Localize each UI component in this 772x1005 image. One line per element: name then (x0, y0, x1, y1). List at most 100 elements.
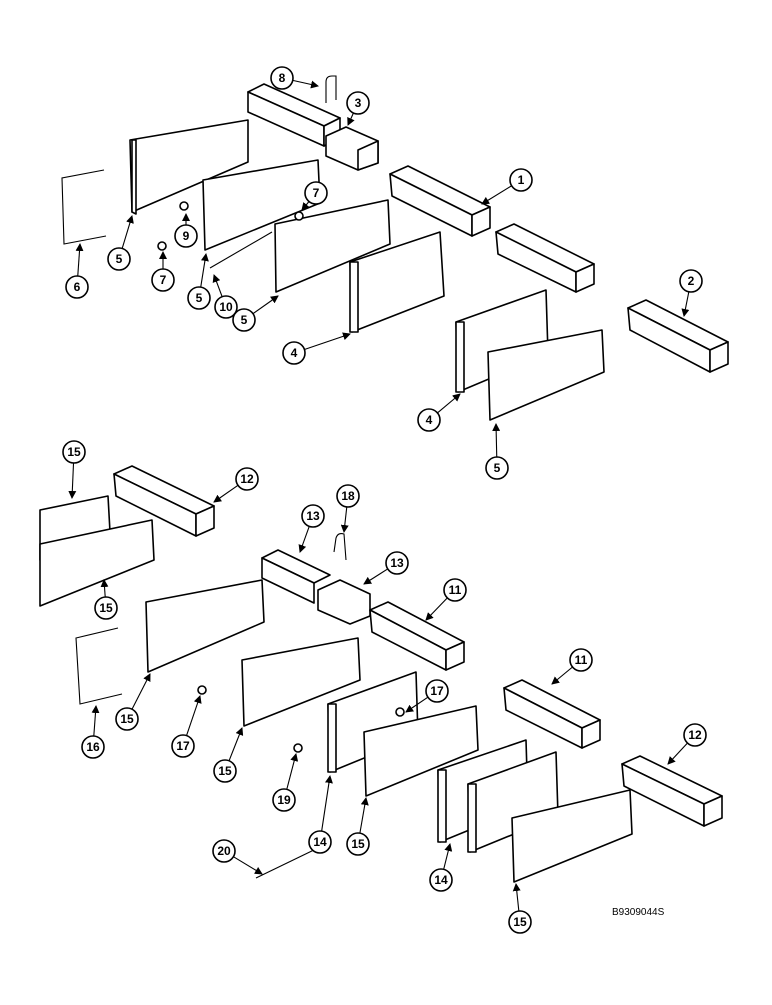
callout-leader (286, 753, 299, 790)
callout-number: 5 (494, 461, 501, 475)
bracket-5d (487, 329, 605, 421)
callout-8: 8 (270, 66, 319, 90)
callout-5: 5 (485, 423, 509, 480)
callout-leader (100, 579, 109, 598)
callout-6: 6 (65, 243, 89, 299)
callout-15: 15 (346, 797, 370, 856)
tube-11a (369, 601, 465, 671)
callout-leader (91, 705, 100, 737)
nut-17b (395, 707, 405, 717)
callout-circle (346, 91, 370, 115)
callout-number: 18 (341, 489, 355, 503)
callout-16: 16 (81, 705, 105, 759)
callout-leader (492, 423, 501, 458)
callout-leader (213, 484, 239, 503)
callout-number: 14 (434, 873, 448, 887)
center-tube-3 (247, 83, 379, 171)
callout-number: 17 (176, 739, 190, 753)
bracket-15f (511, 789, 633, 883)
callout-number: 6 (74, 280, 81, 294)
callout-15: 15 (94, 579, 118, 620)
callout-circle (336, 484, 360, 508)
callout-1: 1 (481, 168, 533, 205)
callout-4: 4 (282, 332, 351, 365)
callout-number: 2 (688, 274, 695, 288)
callout-leader (233, 856, 263, 875)
callout-circle (417, 408, 441, 432)
callout-circle (425, 679, 449, 703)
callout-circle (94, 596, 118, 620)
callout-13: 13 (363, 551, 409, 585)
callout-number: 4 (291, 346, 298, 360)
callout-circle (346, 832, 370, 856)
callout-7: 7 (151, 251, 175, 292)
callout-leader (551, 666, 573, 685)
callout-circle (304, 181, 328, 205)
callout-leader (75, 243, 84, 277)
callout-circle (508, 910, 532, 934)
callout-number: 20 (217, 844, 231, 858)
callout-number: 19 (277, 793, 291, 807)
callout-leader (340, 506, 349, 533)
callout-leader (512, 883, 521, 912)
callout-2: 2 (679, 269, 703, 317)
callout-number: 14 (313, 835, 327, 849)
callout-circle (214, 295, 238, 319)
callout-18: 18 (336, 484, 360, 533)
bracket-5c (274, 199, 391, 293)
figure-reference: B9309044S (612, 907, 665, 918)
callout-circle (443, 578, 467, 602)
nut-19 (293, 743, 303, 753)
callout-number: 9 (183, 229, 190, 243)
callout-leader (131, 673, 151, 710)
callout-number: 7 (160, 273, 167, 287)
nut-9 (179, 201, 189, 211)
callout-number: 16 (86, 740, 100, 754)
callout-circle (174, 224, 198, 248)
callout-14: 14 (429, 843, 453, 892)
bracket-15d (241, 637, 361, 727)
callout-13: 13 (298, 504, 325, 553)
bottom-assembly (39, 465, 723, 883)
callout-circle (65, 275, 89, 299)
callout-number: 15 (351, 837, 365, 851)
callout-leader (121, 215, 134, 249)
callout-circle (81, 735, 105, 759)
callout-leader (252, 295, 279, 315)
callout-circle (301, 504, 325, 528)
callout-number: 15 (218, 764, 232, 778)
bracket-15c (145, 579, 265, 673)
callout-leader (359, 797, 369, 834)
callout-11: 11 (425, 578, 467, 621)
callout-leader (186, 695, 202, 736)
callout-circle (485, 456, 509, 480)
callout-leader (667, 742, 688, 765)
callout-circle (115, 707, 139, 731)
callout-circle (187, 286, 211, 310)
callout-leader (405, 696, 429, 713)
callout-number: 11 (449, 583, 462, 597)
callout-20: 20 (212, 839, 263, 875)
callout-circle (429, 868, 453, 892)
nut-7a (157, 241, 167, 251)
callout-number: 12 (688, 728, 702, 742)
callout-leader (363, 568, 389, 585)
callout-leader (347, 112, 355, 126)
callout-circle (232, 308, 256, 332)
callout-circle (270, 66, 294, 90)
callout-12: 12 (213, 467, 259, 503)
callout-19: 19 (272, 753, 299, 812)
callout-number: 5 (241, 313, 248, 327)
callout-circle (62, 440, 86, 464)
callout-leader (301, 201, 310, 211)
callout-number: 1 (518, 173, 525, 187)
callout-number: 3 (355, 96, 362, 110)
callout-15: 15 (213, 727, 244, 783)
callout-number: 13 (306, 509, 320, 523)
callout-number: 13 (390, 556, 404, 570)
tube-11b (503, 679, 601, 749)
nut-17a (197, 685, 207, 695)
